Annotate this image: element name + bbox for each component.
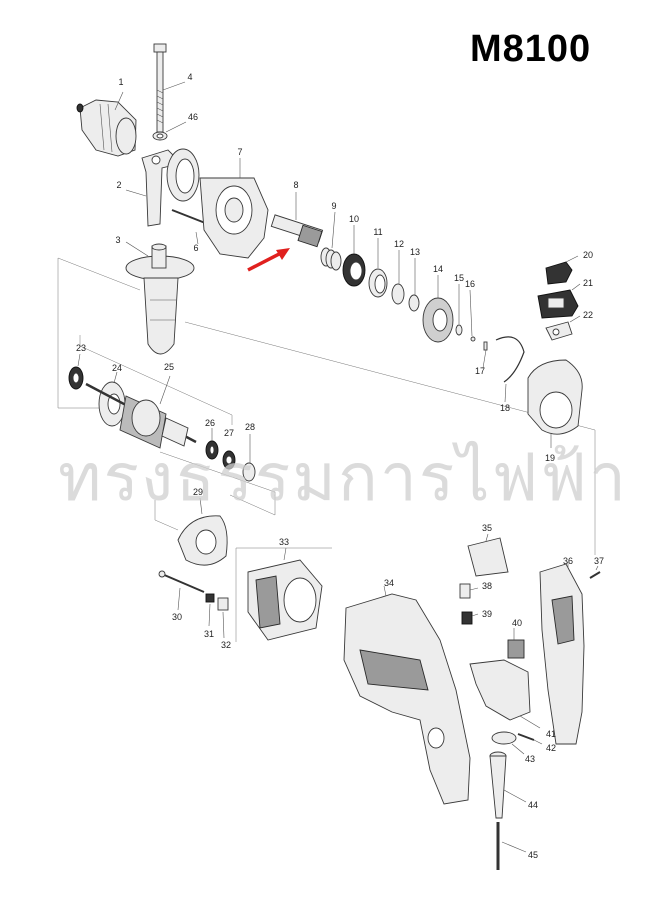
part-43-cord-clamp — [491, 731, 525, 755]
part-39-carbon-brush — [461, 611, 479, 625]
part-number-9: 9 — [331, 201, 336, 211]
part-13-ring — [408, 258, 420, 312]
part-number-13: 13 — [410, 247, 420, 257]
part-18-cord — [495, 336, 525, 403]
part-number-22: 22 — [583, 310, 593, 320]
part-23-bearing — [68, 353, 84, 390]
part-31-terminal — [205, 593, 215, 627]
part-25-armature — [85, 375, 197, 449]
part-number-46: 46 — [188, 112, 198, 122]
part-number-14: 14 — [433, 264, 443, 274]
part-number-15: 15 — [454, 273, 464, 283]
part-12-washer — [391, 250, 405, 305]
part-29-baffle-plate — [177, 497, 228, 566]
part-number-34: 34 — [384, 578, 394, 588]
part-number-10: 10 — [349, 214, 359, 224]
part-36-handle-cover — [539, 562, 585, 745]
model-title: M8100 — [470, 28, 592, 70]
part-3-side-handle — [125, 241, 195, 355]
part-10-bearing — [342, 225, 366, 287]
part-number-37: 37 — [594, 556, 604, 566]
part-number-32: 32 — [221, 640, 231, 650]
part-19-motor-housing-ring — [527, 359, 583, 448]
part-number-35: 35 — [482, 523, 492, 533]
part-number-19: 19 — [545, 453, 555, 463]
part-30-screw — [158, 570, 205, 611]
part-20-cap — [545, 255, 579, 285]
part-44-cord-guard — [489, 751, 527, 819]
part-26-bearing — [205, 428, 219, 460]
part-40-capacitor — [507, 628, 525, 659]
part-number-28: 28 — [245, 422, 255, 432]
part-number-31: 31 — [204, 629, 214, 639]
part-46-washer — [152, 121, 187, 141]
part-37-screw — [589, 565, 601, 579]
part-number-2: 2 — [116, 180, 121, 190]
part-number-33: 33 — [279, 537, 289, 547]
part-15-ring — [455, 284, 463, 336]
part-number-8: 8 — [293, 180, 298, 190]
part-35-nameplate — [467, 533, 509, 577]
part-16-ball — [469, 289, 476, 342]
part-number-24: 24 — [112, 363, 122, 373]
part-number-6: 6 — [193, 243, 198, 253]
part-number-23: 23 — [76, 343, 86, 353]
part-number-36: 36 — [563, 556, 573, 566]
part-number-20: 20 — [583, 250, 593, 260]
part-number-42: 42 — [546, 743, 556, 753]
part-21-brush-holder — [537, 283, 581, 319]
part-38-switch-lever — [459, 583, 479, 599]
part-7-gear-housing — [199, 158, 269, 259]
part-34-motor-housing — [343, 585, 471, 805]
part-number-38: 38 — [482, 581, 492, 591]
part-number-41: 41 — [546, 729, 556, 739]
part-number-27: 27 — [224, 428, 234, 438]
part-number-26: 26 — [205, 418, 215, 428]
part-number-12: 12 — [394, 239, 404, 249]
part-number-7: 7 — [237, 147, 242, 157]
part-number-11: 11 — [373, 227, 382, 237]
part-number-3: 3 — [115, 235, 120, 245]
part-8-spindle — [270, 192, 324, 248]
part-22-bracket — [545, 315, 581, 341]
part-number-4: 4 — [187, 72, 192, 82]
part-42-screw — [517, 733, 543, 745]
part-number-21: 21 — [583, 278, 593, 288]
part-1-drill-chuck — [76, 91, 137, 157]
part-14-spur-gear — [422, 275, 454, 343]
part-number-18: 18 — [500, 403, 510, 413]
part-number-1: 1 — [118, 77, 123, 87]
part-11-retaining-ring — [368, 238, 388, 298]
part-41-switch — [469, 659, 541, 729]
part-number-44: 44 — [528, 800, 538, 810]
part-2-side-handle-clamp — [125, 149, 177, 227]
part-number-17: 17 — [475, 366, 485, 376]
part-28-insulation-washer — [242, 434, 256, 482]
part-number-16: 16 — [465, 279, 475, 289]
part-9-spring — [320, 211, 342, 271]
part-33-field-coil — [247, 547, 323, 641]
part-number-30: 30 — [172, 612, 182, 622]
part-17-pin — [482, 341, 488, 369]
part-number-45: 45 — [528, 850, 538, 860]
part-number-43: 43 — [525, 754, 535, 764]
highlight-arrow — [247, 248, 290, 272]
part-32-terminal — [217, 597, 229, 639]
part-clamp-ring — [166, 148, 200, 202]
part-number-29: 29 — [193, 487, 203, 497]
part-45-power-cord — [496, 822, 527, 870]
part-27-ring — [222, 450, 236, 470]
grouping-lines — [57, 257, 596, 642]
part-4-depth-rod — [153, 43, 186, 133]
part-number-40: 40 — [512, 618, 522, 628]
part-number-25: 25 — [164, 362, 174, 372]
part-number-39: 39 — [482, 609, 492, 619]
